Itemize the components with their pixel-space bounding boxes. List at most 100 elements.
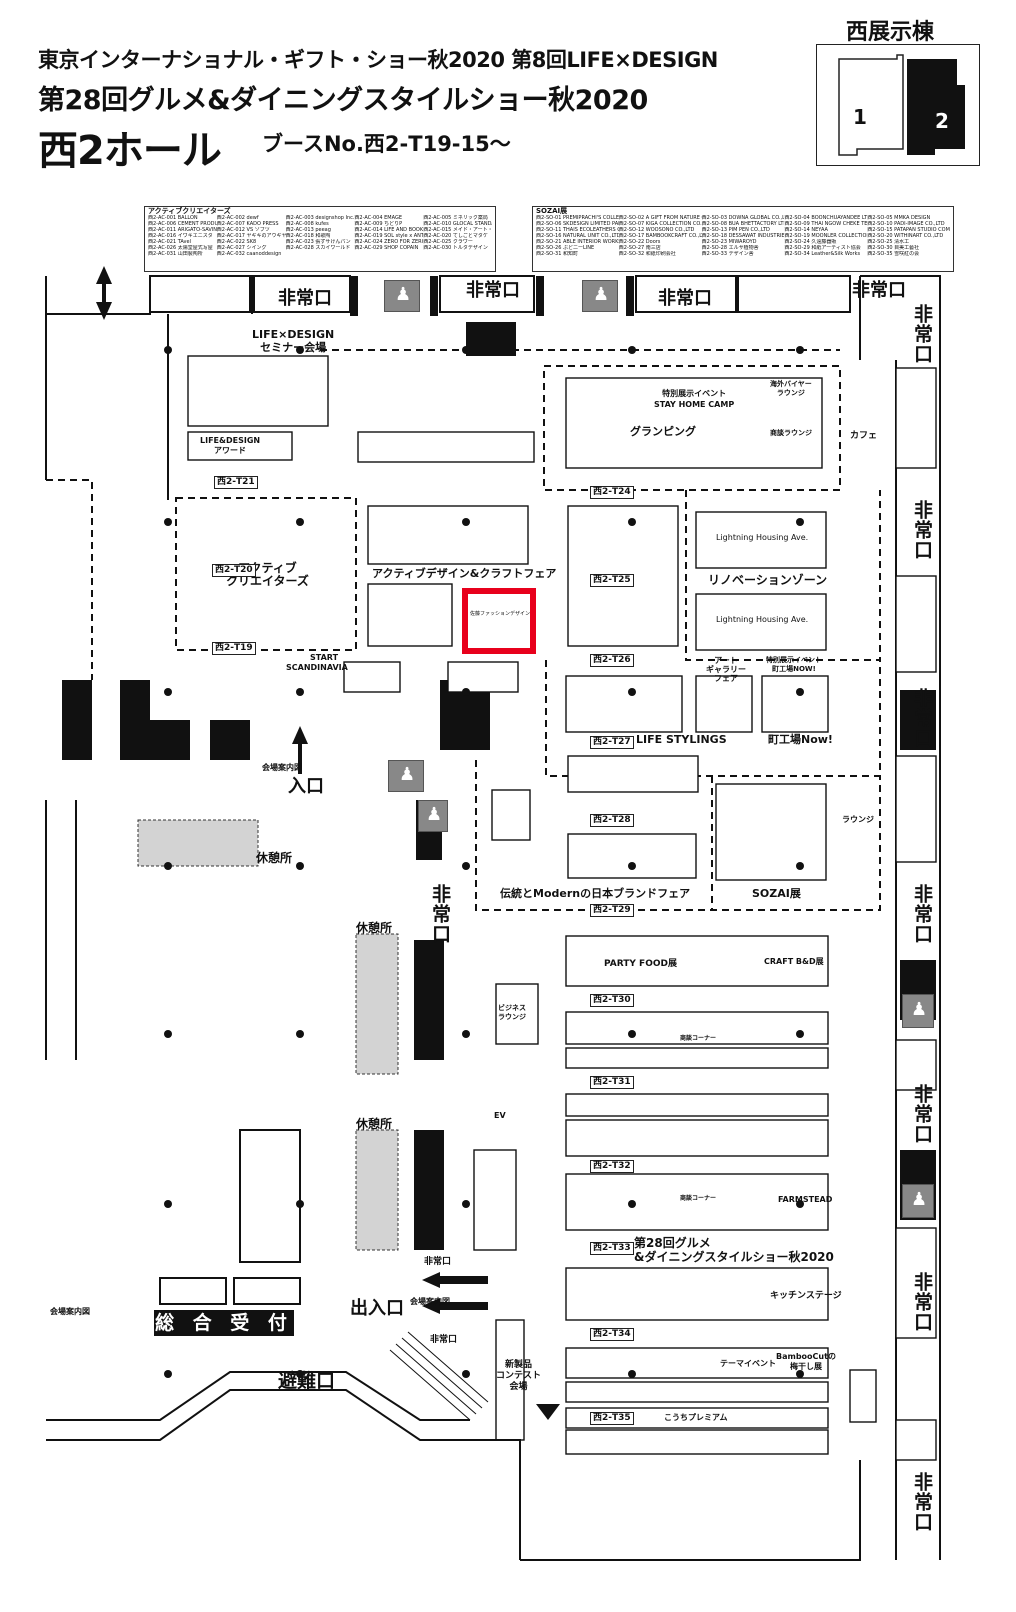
zone-kochi-premium: こうちプレミアム xyxy=(664,1413,728,1422)
pillar-mark xyxy=(462,518,470,526)
zone-active-design-craft: アクティブデザイン&クラフトフェア xyxy=(372,567,557,580)
hall-name: 西2ホール xyxy=(38,128,222,174)
pillar-mark xyxy=(796,346,804,354)
legend-entry: 西2-SO-14 NEYAA xyxy=(784,227,828,233)
legend-entry: 西2-SO-05 MMKA DESIGN xyxy=(867,215,931,221)
highlighted-booth[interactable]: 佐藤ファッションデザイン xyxy=(462,588,536,654)
legend-entry: 西2-AC-002 dewf xyxy=(216,215,259,221)
zone-renovation: リノベーションゾーン xyxy=(708,573,828,587)
scandinavia-label: SCANDINAVIA xyxy=(286,663,348,672)
emergency-exit-small-2: 非常口 xyxy=(430,1335,458,1345)
legend-entry: 西2-SO-02 A GIFT FROM NATURE CO.,LTD xyxy=(618,215,702,221)
emergency-exit-top-4: 非常口 xyxy=(852,280,906,301)
emergency-exit-center: 非常口 xyxy=(429,884,451,944)
aisle-tag: 西2-T33 xyxy=(590,1242,634,1255)
restroom-icon: ♟ xyxy=(902,994,934,1028)
elevator: EV xyxy=(494,1111,506,1120)
zone-gourmet-show: 第28回グルメ &ダイニングスタイルショー秋2020 xyxy=(634,1236,834,1264)
pillar-mark xyxy=(296,1200,304,1208)
business-lounge: ビジネス ラウンジ xyxy=(498,1004,526,1021)
legend-entry: 西2-SO-35 雪咲紅の会 xyxy=(867,251,920,257)
legend-sozai: SOZAI展 西2-SO-01 PREMIPRACHI'S COLLECTION… xyxy=(532,206,954,272)
pillar-mark xyxy=(462,1030,470,1038)
highlighted-booth-inner: 佐藤ファッションデザイン xyxy=(468,594,530,648)
aisle-tag: 西2-T30 xyxy=(590,994,634,1007)
legend-entry: 西2-SO-07 KIGA COLLECTION CO.,LTD xyxy=(618,221,702,227)
entrance: 入口 xyxy=(288,776,324,797)
legend-entry: 西2-SO-22 Doors xyxy=(618,239,661,245)
restroom-icon: ♟ xyxy=(418,800,448,832)
legend-entry: 西2-SO-32 和紙印刷会社 xyxy=(618,251,676,257)
legend-entry: 西2-SO-25 清水工 xyxy=(867,239,910,245)
restroom-icon: ♟ xyxy=(384,280,420,312)
emergency-exit-right-6: 非常口 xyxy=(911,1272,933,1332)
emergency-exit-right-1: 非常口 xyxy=(911,304,933,364)
pillar-mark xyxy=(296,1370,304,1378)
emergency-exit-top-1: 非常口 xyxy=(278,288,332,309)
legend-entry: 西2-AC-025 クラワー xyxy=(423,239,473,245)
emergency-exit-top-2: 非常口 xyxy=(466,280,520,301)
pillar-mark xyxy=(462,1200,470,1208)
restroom-icon: ♟ xyxy=(902,1184,934,1218)
legend-entry: 西2-SO-03 DOWNA GLOBAL CO.,LTD xyxy=(701,215,785,221)
legend-entry: 西2-AC-022 SK8 xyxy=(216,239,257,245)
aisle-tag: 西2-T24 xyxy=(590,486,634,499)
emergency-exit-small-1: 非常口 xyxy=(424,1257,452,1267)
legend-entry: 西2-SO-16 NATURAL UNIT CO.,LTD xyxy=(536,233,619,239)
zone-shodan-corner-1: 商談コーナー xyxy=(680,1035,717,1042)
entrance-exit: 出入口 xyxy=(350,1298,404,1319)
zone-party-food: PARTY FOOD展 xyxy=(604,959,677,969)
pillar-mark xyxy=(796,1030,804,1038)
legend-entry: 西2-AC-024 ZERO FOR ZERO xyxy=(354,239,424,245)
pillar-mark xyxy=(796,862,804,870)
legend-entry: 西2-SO-13 PIM PEN CO.,LTD xyxy=(701,227,770,233)
zone-art-gallery: アート ギャラリー フェア xyxy=(706,656,746,683)
legend-entry: 西2-AC-021 TAvel xyxy=(148,239,191,245)
legend-entry: 西2-SO-20 WITHINART CO.,LTD xyxy=(867,233,944,239)
legend-entry: 西2-SO-06 SKDESIGN LIMITED PARTNERSHIP xyxy=(536,221,619,227)
legend-entry: 西2-AC-027 シイング xyxy=(216,245,267,251)
pillar-mark xyxy=(628,1200,636,1208)
zone-overseas-buyer: 海外バイヤー ラウンジ xyxy=(770,380,812,397)
aisle-tag: 西2-T34 xyxy=(590,1328,634,1341)
restroom-icon: ♟ xyxy=(582,280,618,312)
legend-entry: 西2-SO-12 WOOSONO CO.,LTD xyxy=(618,227,695,233)
legend-entry: 西2-SO-15 PATAPAN STUDIO COMPANY LIMITED xyxy=(867,227,950,233)
emergency-exit-right-4: 非常口 xyxy=(911,884,933,944)
pillar-mark xyxy=(628,1030,636,1038)
title-line-2: 第28回グルメ&ダイニングスタイルショー秋2020 xyxy=(38,85,648,116)
legend-entry: 西2-AC-032 caanoddesign xyxy=(216,251,282,257)
start-label: START xyxy=(310,653,339,662)
legend-entry: 西2-AC-031 山田製陶所 xyxy=(148,251,203,257)
zone-farmstead: FARMSTEAD xyxy=(778,1195,833,1204)
key-map-shape xyxy=(838,54,965,156)
pillar-mark xyxy=(462,1370,470,1378)
pillar-mark xyxy=(164,518,172,526)
aisle-tag: 西2-T29 xyxy=(590,904,634,917)
aisle-tag: 西2-T25 xyxy=(590,574,634,587)
seminar-venue: LIFE×DESIGN セミナー会場 xyxy=(252,328,335,354)
zone-craft-bd: CRAFT B&D展 xyxy=(764,957,824,966)
legend-entry: 西2-SO-08 BUA BHETTACTORY LTD. PART xyxy=(701,221,785,227)
legend-entry: 西2-SO-19 MOONLER COLLECTION CO.,LTD xyxy=(784,233,868,239)
pillar-mark xyxy=(462,688,470,696)
legend-entry: 西2-AC-028 スカイワールド xyxy=(285,245,351,251)
rest-area-2: 休憩所 xyxy=(356,921,393,935)
legend-entry: 西2-SO-10 PADI-IMAGE CO.,LTD xyxy=(867,221,945,227)
legend-entry: 西2-SO-23 MIWAROYD xyxy=(701,239,757,245)
restroom-icon: ♟ xyxy=(388,760,424,792)
aisle-tag: 西2-T26 xyxy=(590,654,634,667)
legend-entry: 西2-SO-30 目美工藝社 xyxy=(867,245,920,251)
aisle-tag: 西2-T19 xyxy=(212,642,256,655)
aisle-tag: 西2-T27 xyxy=(590,736,634,749)
legend-entry: 西2-SO-18 DESSAWAT INDUSTRIES CO.,LTD xyxy=(701,233,785,239)
aisle-tag: 西2-T21 xyxy=(214,476,258,489)
pillar-mark xyxy=(628,862,636,870)
pillar-mark xyxy=(796,518,804,526)
legend-entry: 西2-SO-27 南三店 xyxy=(618,245,661,251)
key-map: 1 2 xyxy=(816,44,980,166)
legend-entry: 西2-SO-26 ぶど二ーLINE xyxy=(536,245,595,251)
zone-business-lounge: 商談ラウンジ xyxy=(770,429,812,437)
key-map-title: 西展示棟 xyxy=(846,20,935,45)
legend-entry: 西2-AC-010 GLOCAL STANDARD PRODUCTS xyxy=(423,221,492,227)
